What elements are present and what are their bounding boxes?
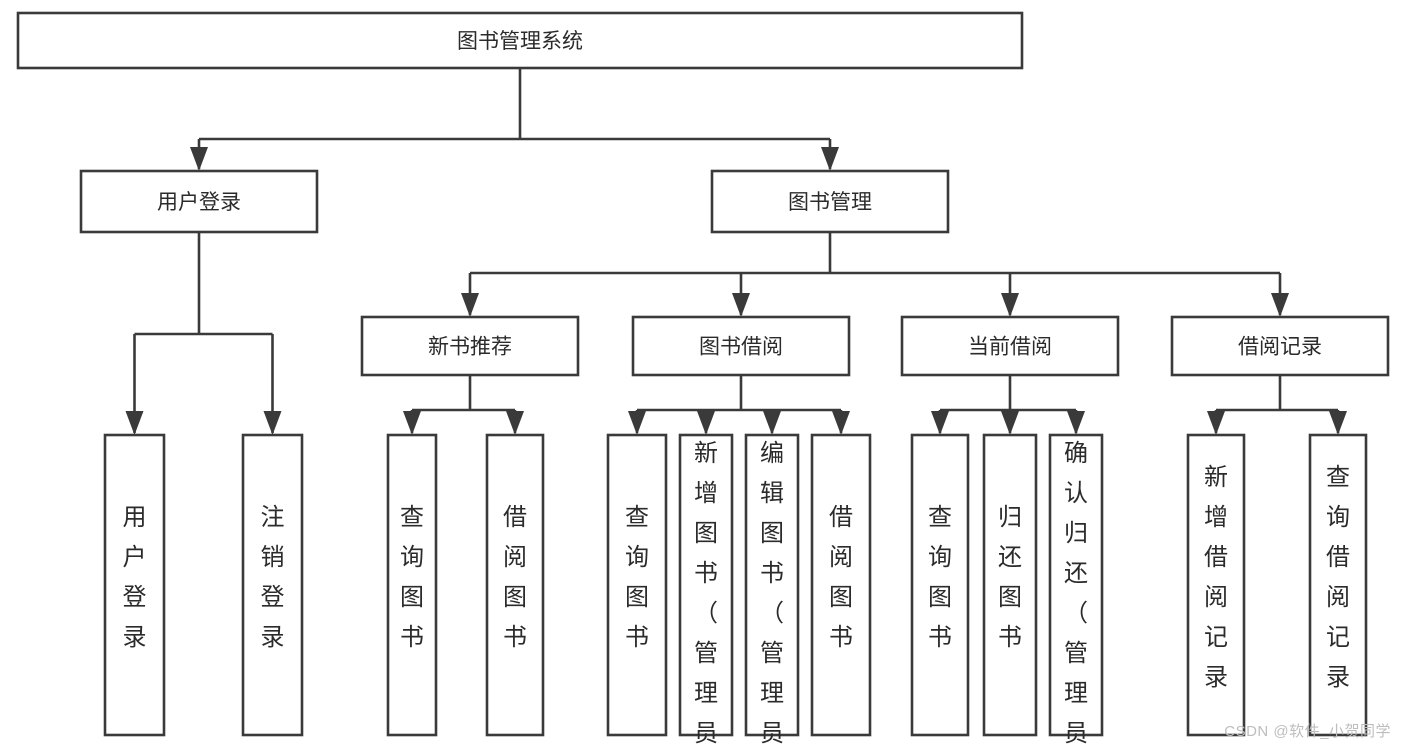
arrow-head-icon: [1207, 411, 1225, 435]
arrow-head-icon: [732, 293, 750, 317]
arrow-head-icon: [628, 411, 646, 435]
arrow-head-icon: [506, 411, 524, 435]
leaf-node[interactable]: 查询借阅记录: [1308, 433, 1368, 737]
leaf-label: 确认归还（管理员）: [1064, 440, 1088, 747]
root-label: 图书管理系统: [457, 30, 583, 53]
leaf-node[interactable]: 借阅图书: [810, 433, 872, 737]
leaf-node[interactable]: 查询图书: [386, 433, 438, 737]
leaf-label: 新增借阅记录: [1204, 464, 1228, 691]
arrow-head-icon: [697, 411, 715, 435]
arrow-head-icon: [1271, 293, 1289, 317]
arrow-head-icon: [763, 411, 781, 435]
leaf-node[interactable]: 借阅图书: [485, 433, 545, 737]
level3-box: [900, 315, 1120, 377]
leaf-box: [910, 433, 970, 737]
leaf-node[interactable]: 用户登录: [103, 433, 166, 737]
level2-label: 用户登录: [157, 191, 241, 214]
leaf-label: 查询图书: [928, 504, 952, 651]
leaf-label: 查询图书: [625, 504, 649, 651]
leaf-label: 查询图书: [400, 504, 424, 651]
level3-node[interactable]: 借阅记录: [1170, 315, 1390, 377]
leaf-box: [103, 433, 166, 737]
root-node[interactable]: 图书管理系统: [16, 11, 1024, 70]
level3-label: 图书借阅: [699, 336, 783, 359]
level3-node[interactable]: 当前借阅: [900, 315, 1120, 377]
connector-layer: [125, 68, 1347, 435]
arrow-head-icon: [263, 411, 282, 435]
level3-label: 当前借阅: [968, 336, 1052, 359]
level3-label: 借阅记录: [1238, 336, 1322, 359]
arrow-head-icon: [1001, 293, 1019, 317]
level3-node[interactable]: 图书借阅: [631, 315, 851, 377]
leaf-box: [1308, 433, 1368, 737]
arrow-head-icon: [1001, 411, 1019, 435]
leaf-label: 编辑图书（管理员）: [760, 440, 784, 747]
level3-box: [1170, 315, 1390, 377]
leaf-box: [744, 433, 800, 737]
arrow-head-icon: [821, 147, 839, 171]
arrow-head-icon: [931, 411, 949, 435]
leaf-box: [678, 433, 734, 737]
node-layer: 图书管理系统用户登录图书管理新书推荐图书借阅当前借阅借阅记录用户登录注销登录查询…: [16, 11, 1390, 747]
leaf-box: [241, 433, 304, 737]
leaf-label: 用户登录: [123, 504, 147, 651]
leaf-label: 注销登录: [261, 504, 285, 651]
arrow-head-icon: [832, 411, 850, 435]
level3-label: 新书推荐: [428, 336, 512, 359]
leaf-node[interactable]: 确认归还（管理员）: [1048, 433, 1104, 747]
leaf-node[interactable]: 注销登录: [241, 433, 304, 737]
leaf-node[interactable]: 查询图书: [606, 433, 668, 737]
leaf-label: 查询借阅记录: [1326, 464, 1350, 691]
arrow-head-icon: [190, 147, 208, 171]
level3-box: [631, 315, 851, 377]
arrow-head-icon: [1329, 411, 1347, 435]
leaf-label: 新增图书（管理员）: [694, 440, 718, 747]
leaf-box: [606, 433, 668, 737]
leaf-box: [810, 433, 872, 737]
arrow-head-icon: [461, 293, 479, 317]
level3-node[interactable]: 新书推荐: [360, 315, 580, 377]
level2-box: [79, 169, 319, 234]
leaf-label: 借阅图书: [503, 504, 527, 651]
level3-box: [360, 315, 580, 377]
level2-node[interactable]: 用户登录: [79, 169, 319, 234]
leaf-box: [1186, 433, 1246, 737]
leaf-node[interactable]: 新增图书（管理员）: [678, 433, 734, 747]
level2-node[interactable]: 图书管理: [710, 169, 950, 234]
leaf-label: 借阅图书: [829, 504, 853, 651]
arrow-head-icon: [1067, 411, 1085, 435]
leaf-box: [485, 433, 545, 737]
arrow-head-icon: [125, 411, 144, 435]
root-box: [16, 11, 1024, 70]
leaf-box: [1048, 433, 1104, 737]
leaf-node[interactable]: 查询图书: [910, 433, 970, 737]
watermark-text: CSDN @软件_小贺同学: [1224, 723, 1391, 740]
leaf-box: [982, 433, 1038, 737]
leaf-node[interactable]: 新增借阅记录: [1186, 433, 1246, 737]
level2-label: 图书管理: [788, 191, 872, 214]
leaf-node[interactable]: 编辑图书（管理员）: [744, 433, 800, 747]
level2-box: [710, 169, 950, 234]
leaf-box: [386, 433, 438, 737]
leaf-label: 归还图书: [998, 504, 1022, 651]
arrow-head-icon: [403, 411, 421, 435]
leaf-node[interactable]: 归还图书: [982, 433, 1038, 737]
